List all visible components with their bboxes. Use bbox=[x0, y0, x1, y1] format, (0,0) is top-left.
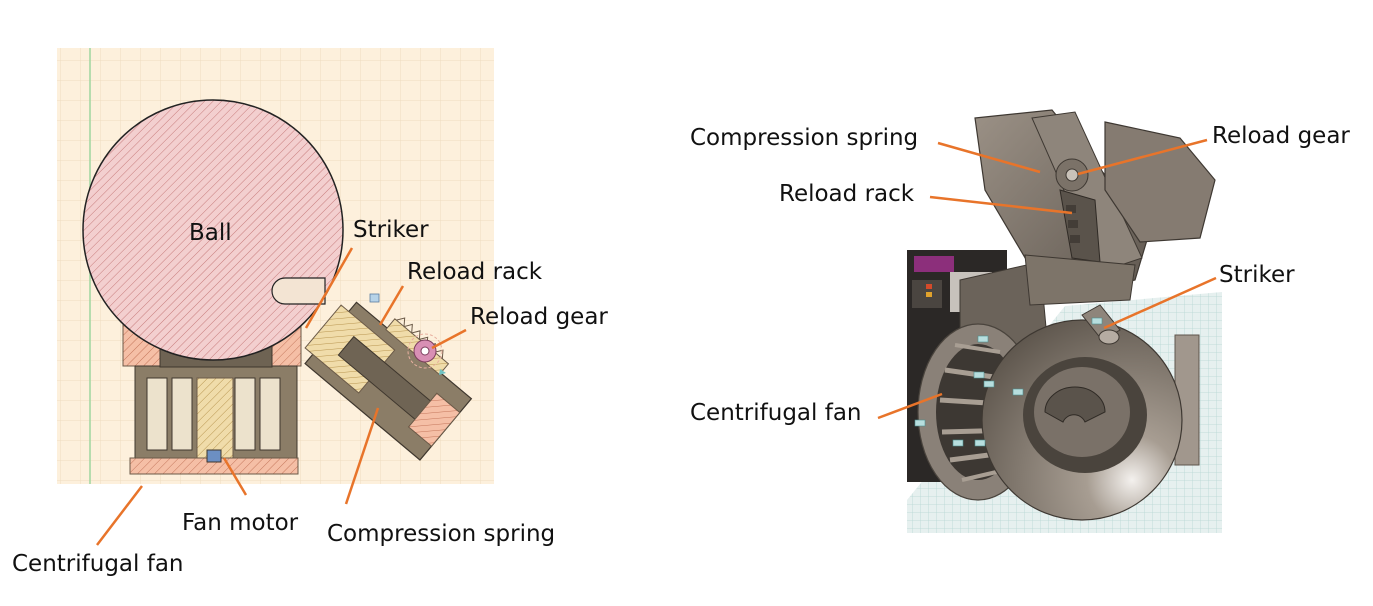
right-leader-lines bbox=[877, 138, 1217, 420]
leader-compression-spring bbox=[344, 407, 380, 505]
label-fan-motor: Fan motor bbox=[182, 510, 299, 536]
reload-gear-3d bbox=[1055, 158, 1089, 192]
leader-fan-motor bbox=[222, 457, 248, 496]
label-compression-spring-3d: Compression spring bbox=[690, 125, 918, 151]
label-striker: Striker bbox=[353, 217, 429, 243]
label-centrifugal-fan: Centrifugal fan bbox=[12, 551, 184, 577]
leader-reload-gear bbox=[431, 328, 467, 350]
leader-centrifugal-fan-3d bbox=[877, 392, 943, 420]
right-3d-view: Compression spring Reload gear Reload ra… bbox=[690, 109, 1350, 533]
leader-compression-spring-3d bbox=[937, 141, 1041, 174]
label-ball: Ball bbox=[189, 220, 232, 246]
leader-reload-gear-3d bbox=[1077, 138, 1208, 176]
leader-centrifugal-fan bbox=[96, 485, 143, 546]
label-compression-spring: Compression spring bbox=[327, 521, 555, 547]
leader-reload-rack bbox=[378, 285, 405, 326]
reload-gear bbox=[407, 333, 446, 375]
leader-striker bbox=[304, 247, 354, 329]
torus-housing bbox=[981, 254, 1183, 521]
cad-dimension-badges bbox=[914, 317, 1103, 447]
fan-motor-body bbox=[196, 377, 234, 459]
sketch-dimension-marker bbox=[369, 293, 380, 303]
label-reload-gear-3d: Reload gear bbox=[1212, 123, 1350, 149]
leader-striker-3d bbox=[1103, 276, 1217, 330]
striker-slot bbox=[271, 277, 326, 305]
label-centrifugal-fan-3d: Centrifugal fan bbox=[690, 400, 862, 426]
label-reload-gear: Reload gear bbox=[470, 304, 608, 330]
label-reload-rack-3d: Reload rack bbox=[779, 181, 915, 207]
leader-reload-rack-3d bbox=[929, 195, 1073, 215]
motor-connector bbox=[206, 449, 222, 463]
left-leader-lines bbox=[96, 247, 467, 546]
label-striker-3d: Striker bbox=[1219, 262, 1295, 288]
label-reload-rack: Reload rack bbox=[407, 259, 543, 285]
striker-barrel-assembly bbox=[304, 301, 473, 461]
left-section-view: Ball Striker Reload rack Reload gear Fan… bbox=[12, 48, 608, 577]
barrel-upper-assembly bbox=[974, 109, 1216, 301]
